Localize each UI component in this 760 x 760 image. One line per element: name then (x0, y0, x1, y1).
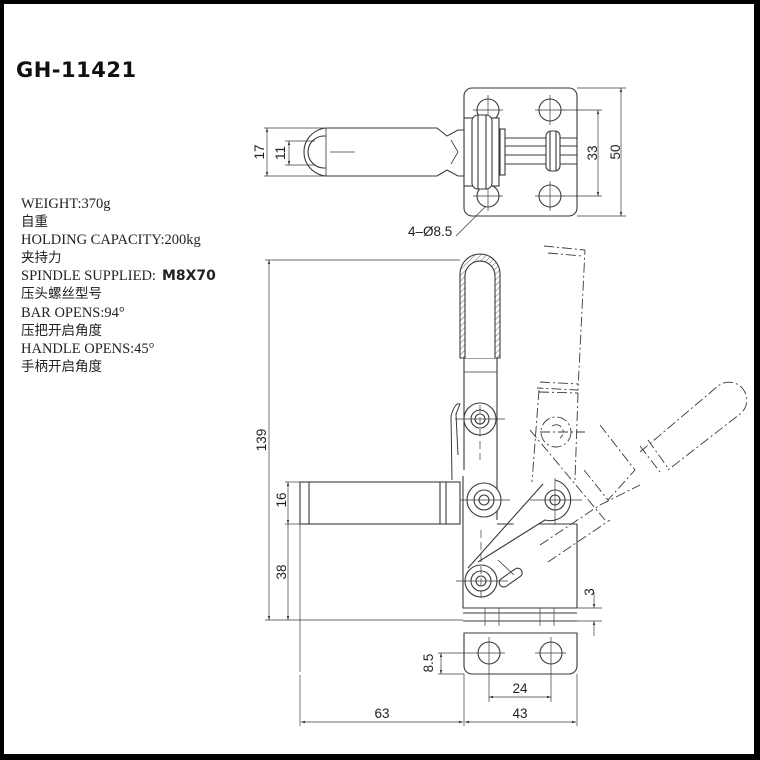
spec-spindle-label: SPINDLE SUPPLIED: (21, 268, 156, 285)
dim-base-height: 50 (608, 144, 623, 159)
dim-bar-thickness: 16 (274, 492, 289, 507)
dim-bar-height: 38 (274, 564, 289, 579)
dim-base-offset: 3 (582, 588, 597, 596)
model-number-title: GH-11421 (16, 58, 137, 82)
side-view (265, 245, 748, 672)
clamping-bar (299, 481, 461, 525)
dim-handle-inner: 11 (273, 146, 288, 160)
spec-handle-opens: HANDLE OPENS:45° (21, 340, 155, 357)
specifications-list: WEIGHT:370g 自重 HOLDING CAPACITY:200kg 夹持… (21, 195, 216, 376)
dim-hole-spacing-vertical: 33 (585, 145, 600, 160)
bottom-view (299, 632, 578, 726)
spec-bar-opens: BAR OPENS:94° (21, 304, 125, 321)
dim-base-width: 43 (512, 706, 527, 721)
dim-overall-height: 139 (254, 429, 269, 452)
dim-reach: 63 (374, 706, 389, 721)
bottom-base-plate (463, 632, 578, 675)
spec-weight-cn: 自重 (21, 214, 48, 231)
top-view-labels: 17 11 33 50 4–Ø8.5 (252, 144, 623, 239)
spec-spindle-cn: 压头螺丝型号 (21, 286, 102, 303)
dim-handle-outer: 17 (252, 144, 267, 159)
dim-hole-offset: 8.5 (421, 654, 436, 673)
spec-holding-capacity: HOLDING CAPACITY:200kg (21, 232, 201, 249)
spec-holding-capacity-cn: 夹持力 (21, 250, 62, 267)
spec-spindle-value: M8X70 (161, 268, 216, 285)
dim-hole-spec: 4–Ø8.5 (408, 224, 452, 239)
spec-bar-opens-cn: 压把开启角度 (21, 322, 102, 339)
open-position-outline (529, 245, 748, 563)
spec-spindle: SPINDLE SUPPLIED: M8X70 (21, 267, 216, 285)
dim-hole-spacing: 24 (512, 681, 528, 696)
spec-handle-opens-cn: 手柄开启角度 (21, 358, 102, 375)
side-view-labels: 139 16 38 3 (254, 429, 597, 596)
bottom-view-labels: 8.5 24 63 43 (374, 654, 528, 721)
spec-weight: WEIGHT:370g (21, 196, 111, 212)
top-view (264, 87, 626, 237)
